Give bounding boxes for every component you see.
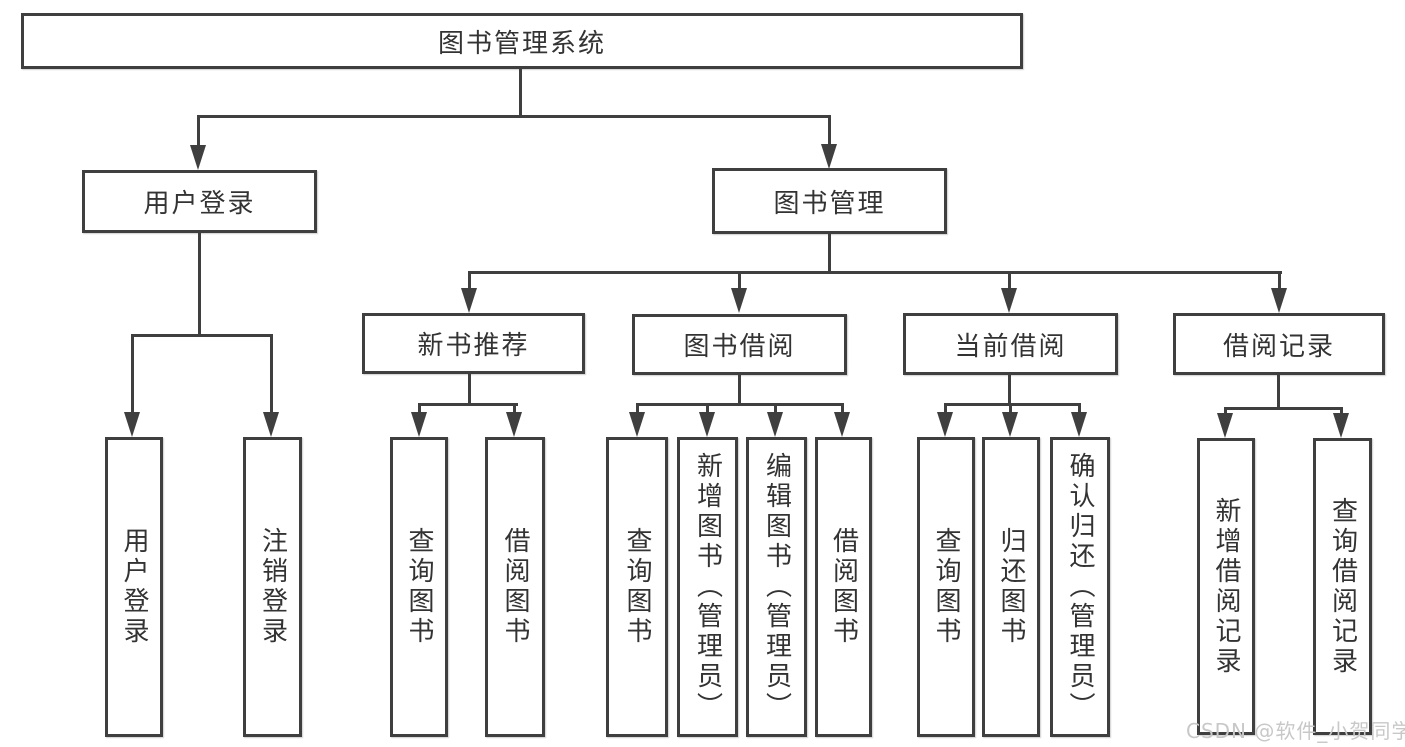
connector-line	[774, 403, 777, 415]
connector-line	[944, 403, 1081, 406]
connector-arrowhead-down	[1002, 412, 1018, 437]
connector-arrowhead-down	[699, 412, 715, 437]
connector-line	[513, 403, 516, 415]
connector-line	[738, 375, 741, 405]
connector-line	[828, 115, 831, 148]
connector-arrowhead-down	[937, 412, 953, 437]
leaf-add-borrow-record: 新增借阅记录	[1197, 438, 1255, 735]
connector-line	[1078, 403, 1081, 415]
node-library-management-system: 图书管理系统	[21, 13, 1023, 69]
connector-line	[1224, 407, 1227, 415]
connector-line	[418, 403, 518, 406]
connector-line	[636, 403, 844, 406]
connector-arrowhead-down	[263, 412, 279, 437]
connector-line	[270, 334, 273, 414]
connector-line	[519, 69, 522, 118]
connector-arrowhead-down	[124, 412, 140, 437]
connector-arrowhead-down	[190, 145, 206, 170]
leaf-query-book-1: 查询图书	[390, 437, 448, 737]
connector-line	[1278, 271, 1281, 291]
watermark: CSDN @软件_小贺同学	[1186, 719, 1405, 743]
connector-line	[841, 403, 844, 415]
connector-line	[706, 403, 709, 415]
connector-line	[1008, 375, 1011, 405]
connector-line	[944, 403, 947, 415]
connector-line	[828, 234, 831, 274]
leaf-add-book-admin: 新增图书（管理员）	[677, 437, 738, 737]
connector-line	[1224, 407, 1343, 410]
connector-arrowhead-down	[461, 288, 477, 313]
leaf-return-book: 归还图书	[982, 437, 1040, 737]
leaf-query-borrow-record: 查询借阅记录	[1313, 438, 1372, 735]
leaf-borrow-book-2: 借阅图书	[815, 437, 872, 737]
connector-line	[418, 403, 421, 415]
connector-line	[1008, 271, 1011, 291]
leaf-query-book-3: 查询图书	[917, 437, 975, 737]
leaf-logout: 注销登录	[243, 437, 302, 737]
connector-arrowhead-down	[767, 412, 783, 437]
connector-line	[1009, 403, 1012, 415]
connector-line	[197, 115, 831, 118]
connector-arrowhead-down	[629, 412, 645, 437]
node-user-login: 用户登录	[82, 170, 317, 233]
connector-line	[1340, 407, 1343, 415]
connector-arrowhead-down	[1071, 412, 1087, 437]
node-book-management: 图书管理	[712, 168, 947, 234]
connector-arrowhead-down	[1271, 288, 1287, 313]
connector-arrowhead-down	[731, 288, 747, 313]
connector-arrowhead-down	[506, 412, 522, 437]
connector-line	[468, 374, 471, 405]
connector-line	[1277, 375, 1280, 409]
connector-arrowhead-down	[821, 144, 837, 169]
connector-line	[468, 271, 471, 291]
connector-arrowhead-down	[411, 412, 427, 437]
leaf-user-login: 用户登录	[105, 437, 163, 737]
node-borrowing-records: 借阅记录	[1173, 313, 1385, 375]
connector-arrowhead-down	[1001, 288, 1017, 313]
leaf-edit-book-admin: 编辑图书（管理员）	[746, 437, 807, 737]
connector-line	[197, 115, 200, 148]
leaf-borrow-book-1: 借阅图书	[485, 437, 545, 737]
leaf-query-book-2: 查询图书	[606, 437, 668, 737]
connector-line	[468, 271, 1282, 274]
node-new-book-recommend: 新书推荐	[362, 313, 585, 374]
connector-line	[131, 334, 273, 337]
connector-line	[198, 233, 201, 336]
node-book-borrowing: 图书借阅	[632, 314, 847, 375]
leaf-confirm-return-admin: 确认归还（管理员）	[1050, 437, 1110, 737]
connector-arrowhead-down	[1333, 413, 1349, 438]
node-current-borrowing: 当前借阅	[903, 313, 1118, 375]
connector-line	[131, 334, 134, 414]
connector-arrowhead-down	[1217, 413, 1233, 438]
connector-line	[738, 271, 741, 291]
connector-arrowhead-down	[834, 412, 850, 437]
connector-line	[636, 403, 639, 415]
